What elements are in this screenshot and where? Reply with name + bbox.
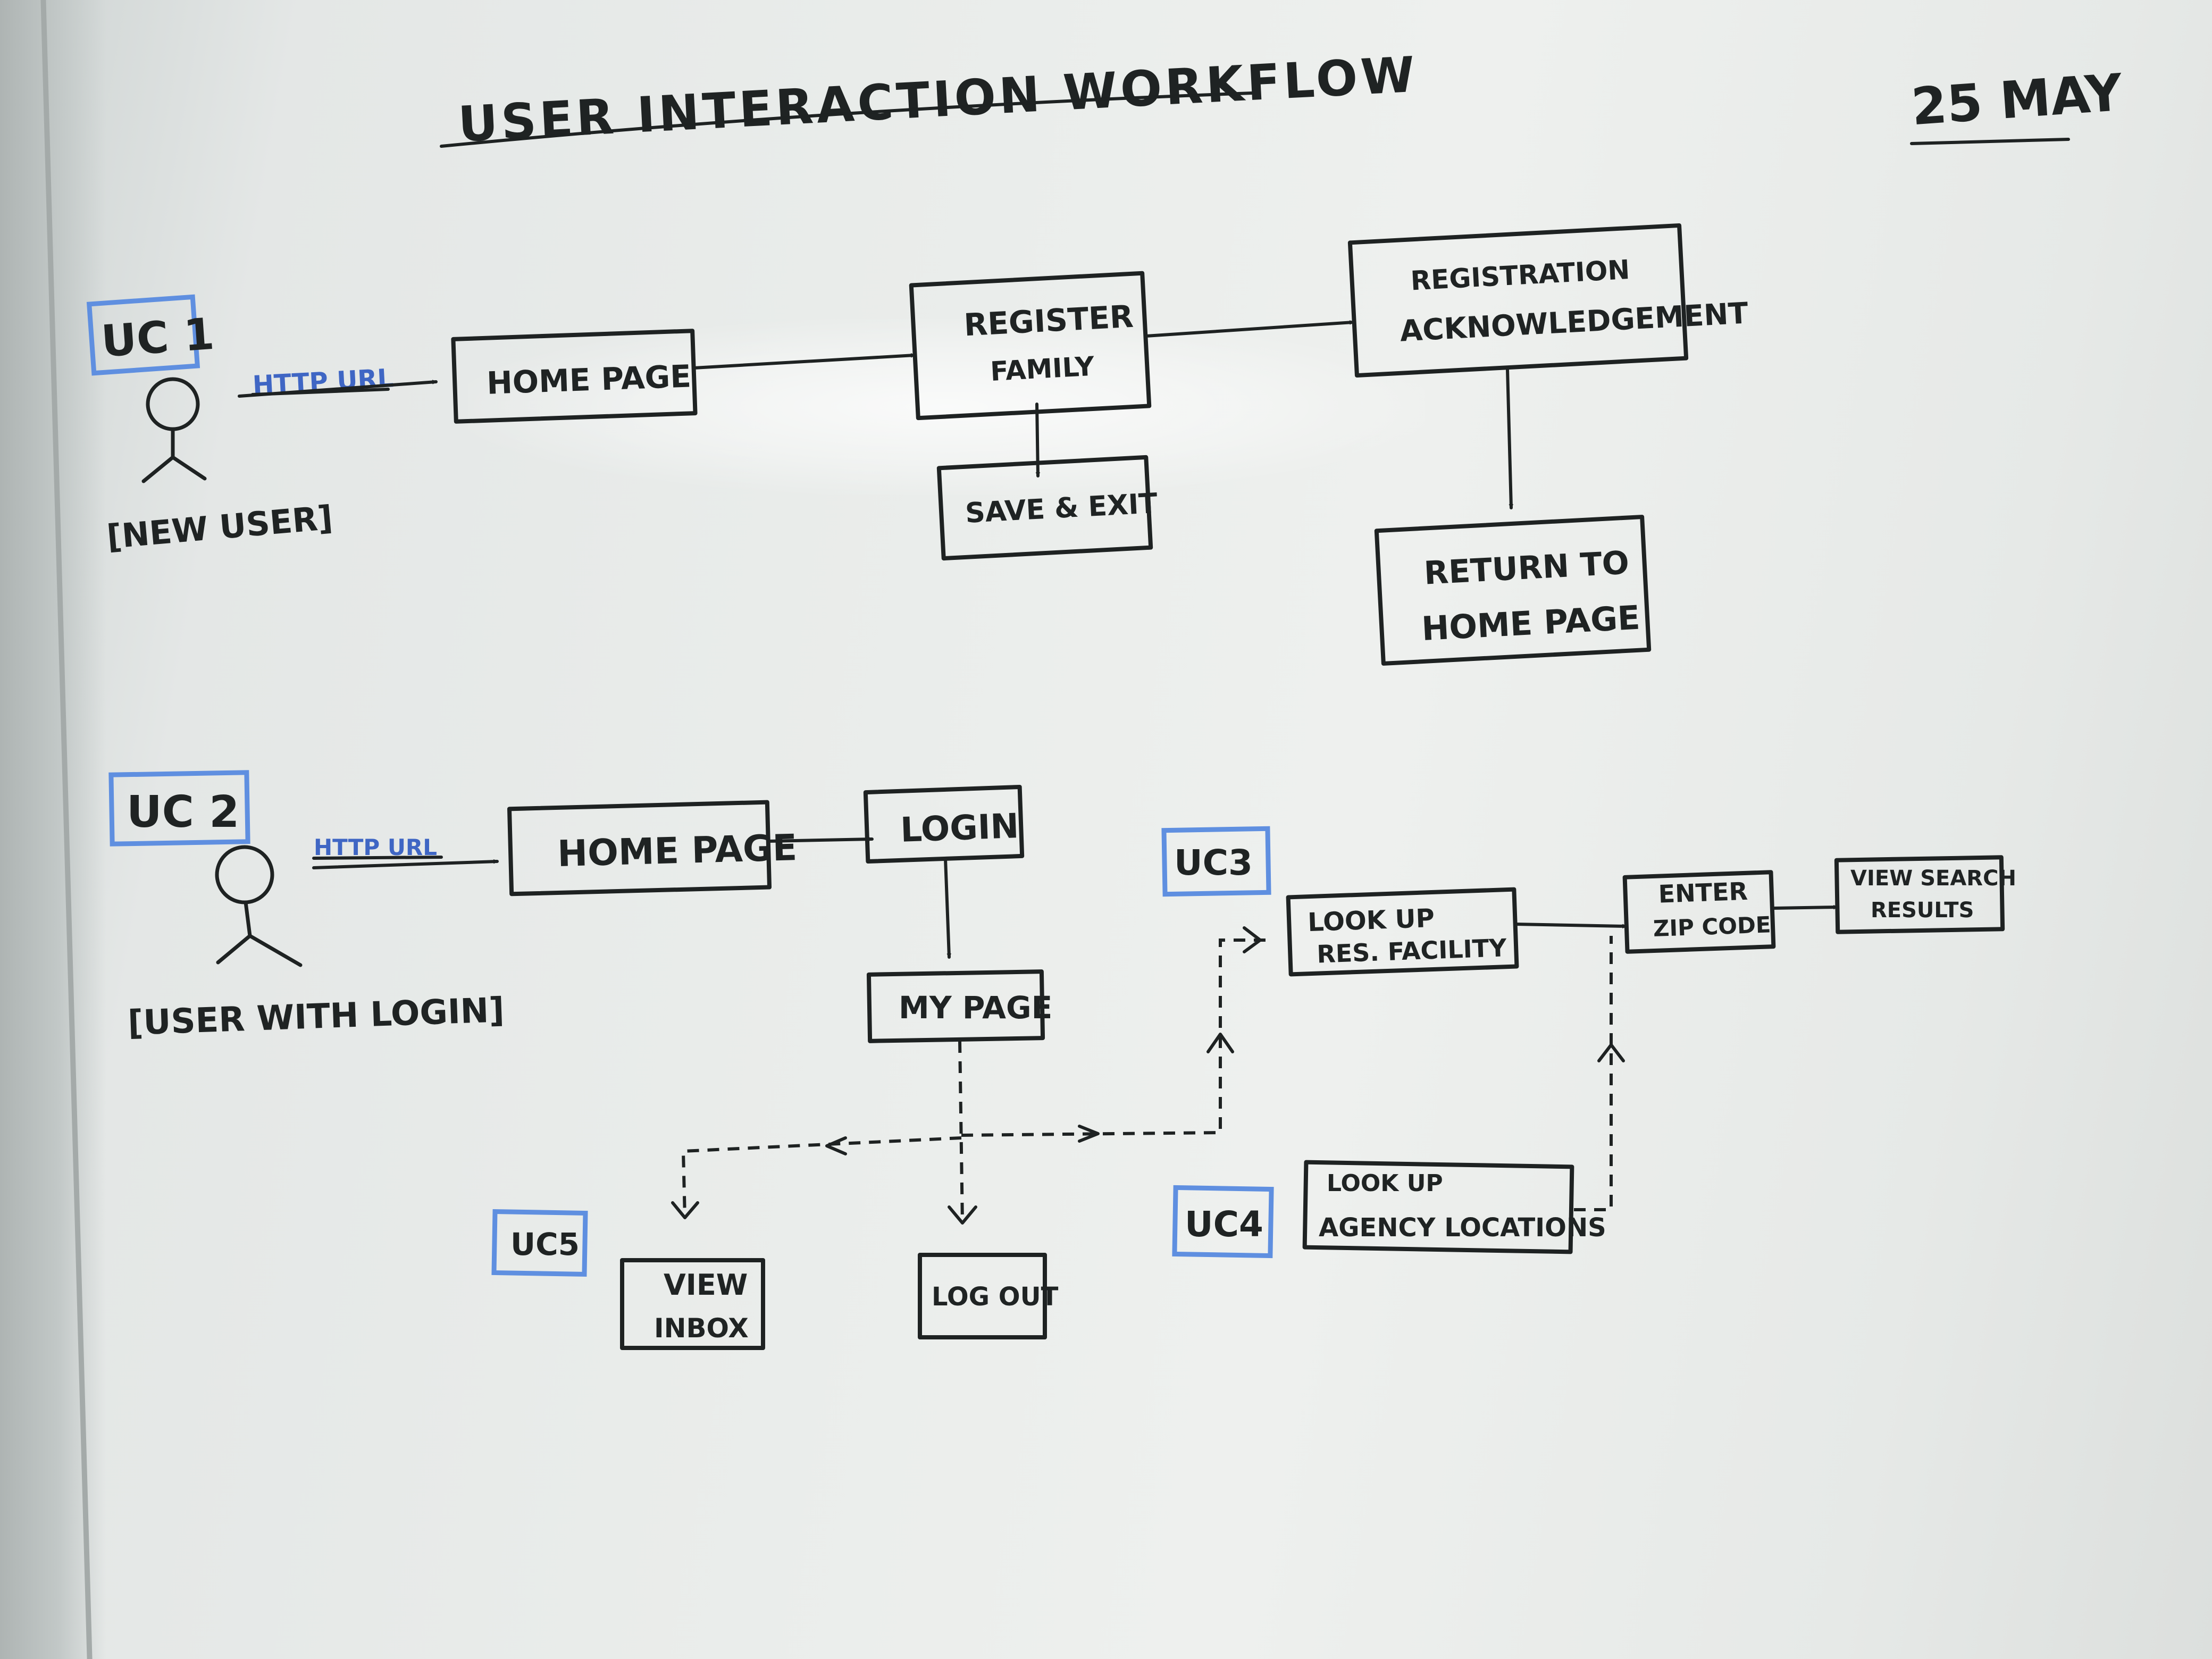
svg-text:[NEW USER]: [NEW USER] [105, 498, 334, 557]
uc4-dashed-arrowhead-up [1597, 1043, 1625, 1062]
svg-text:ENTER: ENTER [1658, 877, 1748, 909]
svg-text:REGISTRATION: REGISTRATION [1410, 254, 1630, 297]
svg-text:UC5: UC5 [510, 1226, 580, 1262]
svg-text:MY PAGE: MY PAGE [899, 990, 1052, 1026]
uc5-tag: UC5 [491, 1209, 588, 1277]
uc2-my-page-box: MY PAGE [866, 969, 1052, 1043]
uc4-dashed-agency-to-zip [1574, 936, 1613, 1211]
uc2-login-user-actor: [USER WITH LOGIN] [127, 845, 505, 1043]
stick-figure-icon [215, 845, 274, 904]
uc3-view-results-box: VIEW SEARCH RESULTS [1834, 855, 2016, 934]
uc2-dashed-arrowhead-lookup [1243, 926, 1262, 953]
uc2-dashed-mypage-to-logout [958, 1041, 964, 1224]
uc2-home-page-box: HOME PAGE [507, 800, 798, 896]
uc2-arrow-home-to-login [767, 839, 874, 843]
uc1-http-url-link: HTTP URL [238, 363, 438, 400]
date-underline [1910, 138, 2070, 145]
uc4-agency-locations-box: LOOK UP AGENCY LOCATIONS [1302, 1160, 1606, 1254]
uc1-arrow-register-to-ack [1144, 322, 1355, 338]
svg-text:UC 1: UC 1 [99, 309, 215, 367]
svg-text:RES. FACILITY: RES. FACILITY [1316, 933, 1507, 968]
uc5-view-inbox-box: VIEW INBOX [620, 1258, 765, 1350]
svg-text:VIEW: VIEW [664, 1268, 748, 1302]
svg-text:[USER WITH LOGIN]: [USER WITH LOGIN] [127, 991, 505, 1043]
svg-text:LOGIN: LOGIN [900, 807, 1019, 850]
uc2-logout-box: LOG OUT [918, 1253, 1059, 1339]
uc1-register-family-box: REGISTER FAMILY [909, 271, 1152, 421]
svg-text:HOME PAGE: HOME PAGE [486, 358, 692, 401]
svg-text:UC 2: UC 2 [127, 787, 239, 837]
uc2-dashed-mypage-to-uc3 [961, 939, 1273, 1137]
uc3-tag: UC3 [1161, 826, 1271, 897]
light-glare [468, 319, 1425, 495]
svg-text:SAVE & EXIT: SAVE & EXIT [965, 488, 1159, 530]
svg-text:LOG OUT: LOG OUT [932, 1282, 1059, 1312]
uc3-arrow-lookup-to-zip [1514, 923, 1628, 926]
uc2-dashed-mypage-to-inbox [681, 1136, 962, 1218]
svg-text:LOOK UP: LOOK UP [1327, 1170, 1443, 1197]
svg-text:VIEW SEARCH: VIEW SEARCH [1850, 866, 2016, 891]
svg-text:25 MAY: 25 MAY [1909, 63, 2125, 137]
svg-text:RESULTS: RESULTS [1871, 898, 1974, 923]
uc1-new-user-actor: [NEW USER] [105, 377, 334, 557]
uc1-return-home-box: RETURN TO HOME PAGE [1374, 515, 1652, 666]
svg-text:ZIP CODE: ZIP CODE [1653, 911, 1771, 942]
uc2-arrow-login-to-mypage [944, 857, 949, 959]
uc2-dashed-arrowhead-up [1206, 1033, 1234, 1053]
uc3-enter-zip-box: ENTER ZIP CODE [1622, 870, 1776, 954]
uc3-lookup-facility-box: LOOK UP RES. FACILITY [1286, 887, 1519, 977]
uc2-http-url-link: HTTP URL [312, 834, 499, 869]
svg-text:REGISTER: REGISTER [963, 298, 1134, 343]
uc1-tag: UC 1 [86, 294, 216, 376]
svg-text:FAMILY: FAMILY [990, 351, 1095, 387]
svg-text:UC4: UC4 [1185, 1204, 1263, 1245]
diagram-title: USER INTERACTION WORKFLOW [440, 46, 1419, 153]
svg-text:HOME PAGE: HOME PAGE [1421, 598, 1641, 648]
uc3-arrow-zip-to-results [1772, 907, 1839, 910]
svg-text:USER INTERACTION WORKFLOW: USER INTERACTION WORKFLOW [457, 46, 1419, 153]
stick-figure-icon [146, 377, 200, 431]
svg-text:AGENCY LOCATIONS: AGENCY LOCATIONS [1319, 1213, 1606, 1243]
uc1-arrow-home-to-register [692, 355, 916, 370]
uc2-dashed-arrowhead-left [825, 1136, 847, 1155]
svg-text:ACKNOWLEDGEMENT: ACKNOWLEDGEMENT [1399, 296, 1749, 348]
svg-text:INBOX: INBOX [654, 1313, 749, 1344]
svg-text:UC3: UC3 [1174, 842, 1253, 883]
uc4-tag: UC4 [1172, 1185, 1274, 1259]
svg-text:LOOK UP: LOOK UP [1307, 903, 1435, 937]
uc1-home-page-box: HOME PAGE [451, 329, 698, 424]
uc2-dashed-arrowhead-inbox [671, 1201, 699, 1219]
uc2-tag: UC 2 [108, 770, 250, 847]
uc1-registration-ack-box: REGISTRATION ACKNOWLEDGEMENT [1347, 223, 1749, 378]
svg-text:HOME PAGE: HOME PAGE [557, 827, 798, 875]
uc1-arrow-ack-to-return [1506, 368, 1511, 509]
uc2-login-box: LOGIN [863, 784, 1025, 864]
svg-text:RETURN TO: RETURN TO [1423, 544, 1630, 592]
uc1-save-exit-box: SAVE & EXIT [936, 455, 1159, 561]
uc2-dashed-arrowhead-right [1078, 1125, 1100, 1143]
uc2-dashed-arrowhead-logout [948, 1205, 977, 1225]
uc1-arrow-register-to-save [1035, 403, 1038, 477]
date-label: 25 MAY [1909, 63, 2125, 145]
title-underline [440, 91, 1254, 148]
